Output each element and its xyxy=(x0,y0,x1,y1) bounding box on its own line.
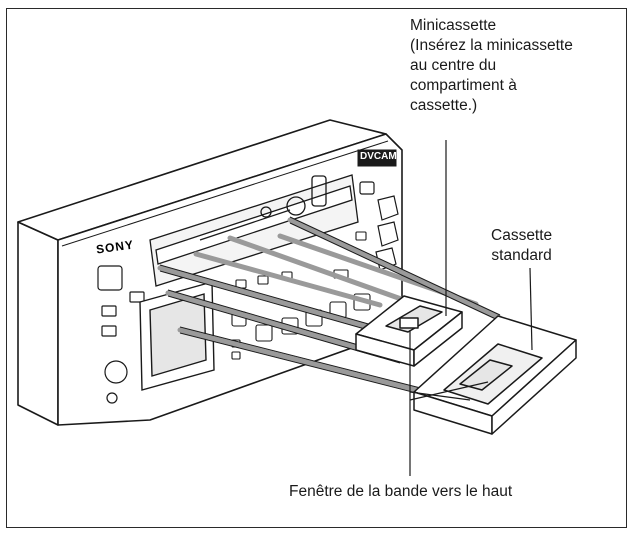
insertion-guides xyxy=(157,217,503,403)
standard-cassette xyxy=(413,315,577,435)
label-tape-window-up: Fenêtre de la bande vers le haut xyxy=(289,483,513,500)
label-minicassette: Minicassette (Insérez la minicassette au… xyxy=(410,17,573,114)
diagram-frame xyxy=(6,8,627,528)
leader-lines xyxy=(409,140,533,476)
lcd-screen xyxy=(139,281,215,391)
minicassette xyxy=(355,295,463,367)
left-controls xyxy=(97,265,145,404)
dvcam-badge xyxy=(357,149,397,167)
label-standard-cassette: Cassette standard xyxy=(491,227,553,264)
badge-text: DVCAM xyxy=(360,151,397,162)
